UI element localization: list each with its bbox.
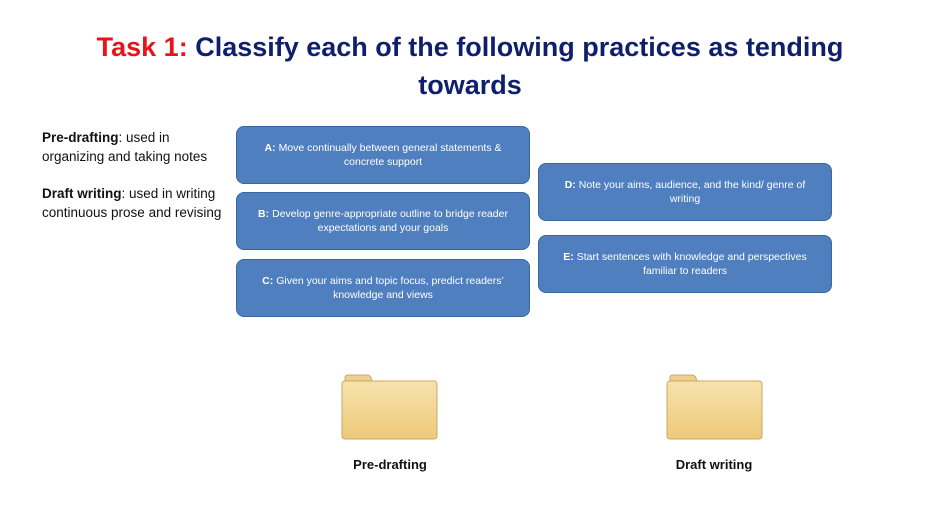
card-description: Start sentences with knowledge and persp… (576, 251, 807, 277)
definition-description: : used in writing continuous prose and r… (42, 186, 222, 220)
definition-description: : used in organizing and taking notes (42, 130, 208, 164)
card-letter: C: (262, 275, 274, 287)
card-letter: A: (264, 142, 276, 154)
card-letter: D: (564, 179, 576, 191)
definition-term: Pre-drafting (42, 130, 119, 145)
practice-card-c[interactable]: C:Given your aims and topic focus, predi… (236, 259, 530, 317)
definitions: Pre-drafting: used in organizing and tak… (42, 128, 222, 240)
card-description: Move continually between general stateme… (278, 142, 502, 168)
card-description: Note your aims, audience, and the kind/ … (578, 179, 806, 205)
definition-predrafting: Pre-drafting: used in organizing and tak… (42, 128, 222, 166)
card-text: B:Develop genre-appropriate outline to b… (249, 207, 517, 235)
task-label: Task 1: (96, 32, 188, 62)
definition-draftwriting: Draft writing: used in writing continuou… (42, 184, 222, 222)
card-text: C:Given your aims and topic focus, predi… (249, 274, 517, 302)
practice-card-e[interactable]: E:Start sentences with knowledge and per… (538, 235, 832, 293)
card-text: A:Move continually between general state… (249, 141, 517, 169)
practice-card-d[interactable]: D:Note your aims, audience, and the kind… (538, 163, 832, 221)
draftwriting-folder-label: Draft writing (675, 457, 753, 472)
practice-card-b[interactable]: B:Develop genre-appropriate outline to b… (236, 192, 530, 250)
card-description: Develop genre-appropriate outline to bri… (272, 208, 508, 234)
predrafting-folder-icon[interactable] (341, 374, 439, 442)
practice-card-a[interactable]: A:Move continually between general state… (236, 126, 530, 184)
definition-term: Draft writing (42, 186, 122, 201)
title-text: Classify each of the following practices… (195, 32, 844, 100)
card-text: D:Note your aims, audience, and the kind… (551, 178, 819, 206)
card-description: Given your aims and topic focus, predict… (276, 275, 504, 301)
card-letter: B: (258, 208, 270, 220)
draftwriting-folder-icon[interactable] (666, 374, 764, 442)
predrafting-folder-label: Pre-drafting (353, 457, 427, 472)
card-letter: E: (563, 251, 574, 263)
card-text: E:Start sentences with knowledge and per… (551, 250, 819, 278)
slide-title: Task 1: Classify each of the following p… (60, 28, 880, 104)
